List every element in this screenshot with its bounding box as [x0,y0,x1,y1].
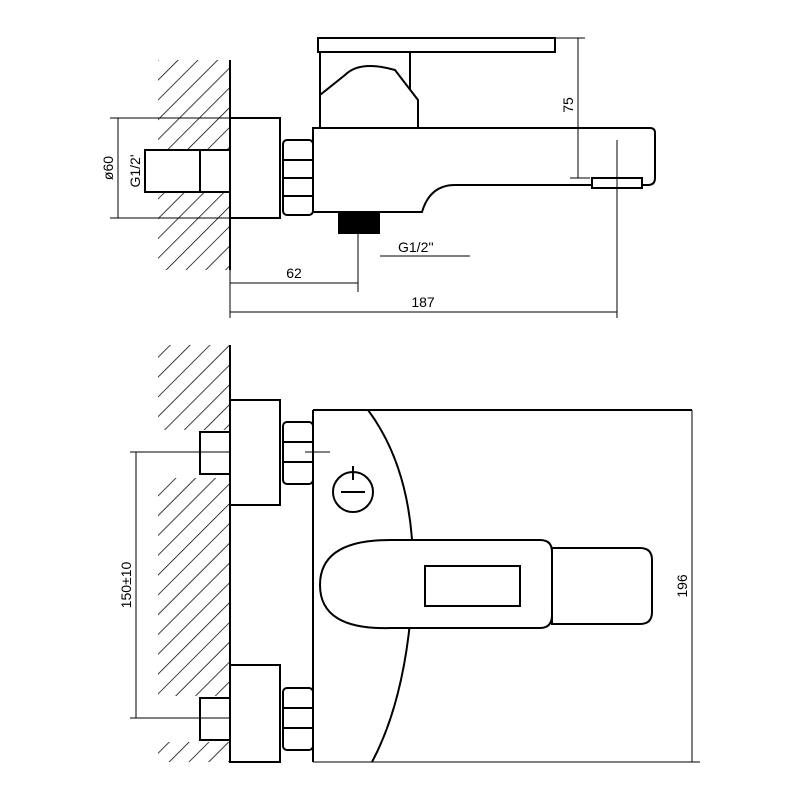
flange-diameter-label: ø60 [100,156,116,180]
top-view: 150±10 196 [118,345,700,763]
wall-flange [229,117,281,219]
handle-inset [424,565,521,607]
outlet-thread [338,212,380,234]
upper-flange [229,399,281,506]
lower-flange [229,664,281,763]
body-outline [312,409,692,762]
body-width-label: 196 [674,574,690,598]
inlet-thread-label: G1/2' [127,154,143,187]
wall-hatch-1 [158,345,230,430]
outlet-offset-label: 62 [286,265,302,281]
outlet-thread-label: G1/2'' [398,239,434,255]
wall-hatch-lower [158,192,230,270]
spout-top [551,547,653,625]
spout-height-label: 75 [560,97,576,113]
wall-hatch-3 [158,742,230,762]
side-view: ø60 G1/2' 75 G1/2'' 62 187 [100,37,656,318]
wall-hatch-2 [158,478,230,696]
wall-hatch-upper [158,60,230,150]
faucet-body [312,127,656,213]
total-length-label: 187 [411,294,435,310]
lever-handle [317,37,556,53]
inlet-spacing-label: 150±10 [118,561,134,608]
